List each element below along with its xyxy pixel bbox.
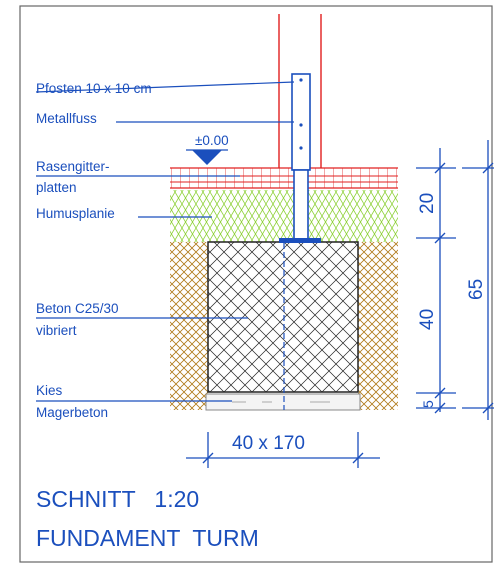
total-dimension <box>462 140 494 420</box>
drawing-frame <box>19 5 493 563</box>
label-grass-1: Rasengitter- <box>36 159 110 174</box>
grass-grid-plates <box>170 168 398 188</box>
level-label: ±0.00 <box>195 133 229 148</box>
dim-v3: 5 <box>420 400 436 408</box>
dim-total: 65 <box>466 279 487 300</box>
label-concrete-2: vibriert <box>36 323 77 338</box>
metal-post <box>291 73 311 171</box>
dim-v1: 20 <box>417 193 438 214</box>
metal-foot <box>293 169 309 241</box>
title-line-1: SCHNITT 1:20 <box>36 486 199 512</box>
label-gravel: Kies <box>36 383 63 398</box>
dim-horizontal: 40 x 170 <box>232 433 305 454</box>
lean-concrete <box>205 393 361 411</box>
label-post: Pfosten 10 x 10 cm <box>36 81 152 96</box>
base-plate <box>279 238 321 243</box>
label-lean-concrete: Magerbeton <box>36 405 108 420</box>
label-grass-2: platten <box>36 180 77 195</box>
gravel-right <box>358 242 398 410</box>
dim-v2: 40 <box>417 309 438 330</box>
label-metal-foot: Metallfuss <box>36 111 97 126</box>
horizontal-dimension <box>186 432 380 468</box>
gravel-left <box>170 242 208 410</box>
vertical-dimension-chain <box>416 148 456 414</box>
title-line-2: FUNDAMENT TURM <box>36 525 259 551</box>
label-concrete-1: Beton C25/30 <box>36 301 119 316</box>
humus-layer <box>170 190 398 242</box>
label-humus: Humusplanie <box>36 206 115 221</box>
level-marker-icon <box>192 150 222 165</box>
